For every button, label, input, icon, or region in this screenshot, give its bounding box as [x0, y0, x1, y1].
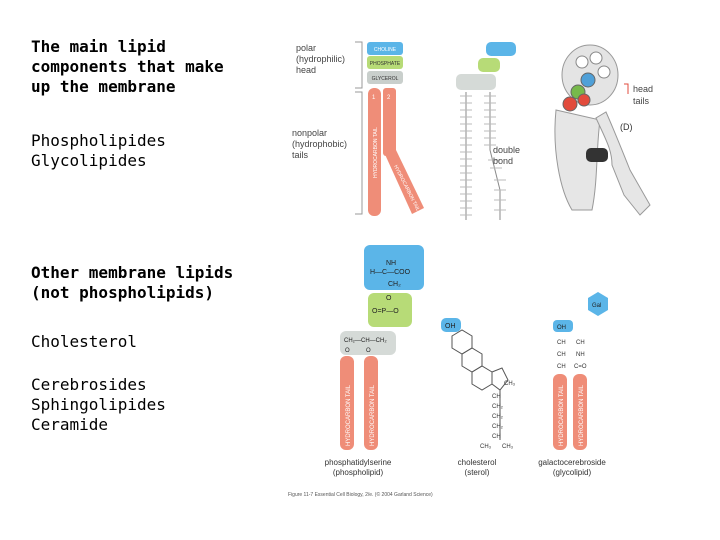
cholesterol-oh-box: [441, 318, 461, 332]
cerebroside-tail-2: [573, 374, 587, 450]
polar-head-label: (hydrophilic): [296, 54, 345, 64]
choline-box: [367, 42, 403, 55]
cholesterol-oh-label: OH: [445, 323, 456, 330]
cerebroside-tail-1: [553, 374, 567, 450]
cholesterol-chain: CH₂: [492, 424, 504, 430]
cholesterol-chain: CH: [492, 394, 501, 400]
serine-head-box: [364, 245, 424, 290]
heading-line: up the membrane: [31, 77, 176, 96]
serine-phosphate-box: [368, 293, 412, 327]
serine-group: NH: [386, 260, 396, 267]
choline-formula-box: [486, 42, 516, 56]
heading-line: The main lipid: [31, 37, 166, 56]
cerebroside-tail-label: HYDROCARBON TAIL: [579, 384, 585, 446]
gal-label: Gal: [592, 303, 601, 309]
phosphate-box: [367, 56, 403, 69]
head-bracket: [355, 41, 363, 89]
double-bond-label: bond: [493, 156, 513, 166]
cerebroside-head-box: [553, 320, 573, 332]
tail-1-label: HYDROCARBON TAIL: [373, 127, 379, 178]
serine-group: O: [386, 295, 392, 302]
heading-main-lipids: The main lipid components that make up t…: [31, 37, 224, 97]
serine-group: CH₂: [388, 281, 401, 288]
cerebroside-chain: NH: [576, 352, 585, 358]
list-main-lipids: Phospholipides Glycolipides: [31, 131, 166, 171]
tail-number: 1: [372, 95, 376, 101]
tail-number: 2: [387, 95, 391, 101]
model-legend: tails: [633, 96, 650, 106]
serine-group: CH₂—CH—CH₂: [344, 338, 387, 344]
cerebroside-tail-label: HYDROCARBON TAIL: [559, 384, 565, 446]
caption-cholesterol: (sterol): [465, 468, 490, 477]
serine-group: O: [366, 348, 371, 354]
space-filling-model: [554, 44, 651, 216]
serine-tail-2: [364, 356, 378, 450]
caption-phosphatidylserine: (phospholipid): [333, 468, 384, 477]
heading-line: components that make: [31, 57, 224, 76]
list-item: Phospholipides: [31, 131, 166, 150]
cerebroside-chain: C=O: [574, 364, 587, 370]
galactose-hexagon: [588, 292, 608, 316]
caption-galactocerebroside: (glycolipid): [553, 468, 592, 477]
cholesterol-chain: CH: [492, 434, 501, 440]
figure-credit: Figure 11-7 Essential Cell Biology, 2/e.…: [288, 491, 433, 498]
serine-group: H—C—COO: [370, 269, 411, 276]
caption-phosphatidylserine: phosphatidylserine: [325, 458, 392, 467]
heading-line: (not phospholipids): [31, 283, 215, 302]
serine-tail-1: [340, 356, 354, 450]
list-item: Cholesterol: [31, 332, 137, 351]
heading-other-lipids: Other membrane lipids (not phospholipids…: [31, 263, 233, 303]
cerebroside-chain: OH: [557, 325, 566, 331]
legend-bracket: [624, 83, 629, 94]
hydrocarbon-chains: [465, 92, 501, 220]
cholesterol-chain: CH₃: [504, 381, 516, 387]
caption-galactocerebroside: galactocerebroside: [538, 458, 606, 467]
list-sphingolipids: Cerebrosides Sphingolipides Ceramide: [31, 375, 166, 435]
list-item: Glycolipides: [31, 151, 147, 170]
model-legend: head: [633, 84, 653, 94]
tail-2-upper: [383, 88, 396, 156]
cerebroside-chain: CH: [557, 364, 566, 370]
cerebroside-chain: CH: [576, 340, 585, 346]
nonpolar-tails-label: tails: [292, 150, 309, 160]
cholesterol-chain: CH₂: [492, 414, 504, 420]
nonpolar-tails-label: (hydrophobic): [292, 139, 347, 149]
chain-ticks: [460, 95, 506, 216]
heading-line: Other membrane lipids: [31, 263, 234, 282]
list-item: Cerebrosides: [31, 375, 147, 394]
tail-2-kinked: [383, 150, 424, 214]
serine-tail-label: HYDROCARBON TAIL: [346, 384, 352, 446]
caption-cholesterol: cholesterol: [458, 458, 497, 467]
list-item: Sphingolipides: [31, 395, 166, 414]
glycerol-box: [367, 71, 403, 84]
phosphate-formula-box: [478, 58, 500, 72]
polar-head-label: head: [296, 65, 316, 75]
nonpolar-tails-label: nonpolar: [292, 128, 327, 138]
panel-letter: (D): [620, 122, 633, 132]
tails-bracket: [355, 91, 363, 215]
cholesterol-chain: CH₃: [480, 444, 492, 450]
list-item: Ceramide: [31, 415, 109, 434]
phosphate-label: PHOSPHATE: [370, 61, 401, 67]
double-bond-label: double: [493, 145, 520, 155]
serine-glycerol-box: [340, 331, 396, 355]
steroid-rings: [451, 329, 509, 440]
tail-1: [368, 88, 381, 216]
serine-group: O: [345, 348, 350, 354]
cholesterol-chain: CH₂: [492, 404, 504, 410]
serine-group: O=P—O: [372, 308, 399, 315]
list-cholesterol: Cholesterol: [31, 332, 137, 352]
cerebroside-chain: CH: [557, 340, 566, 346]
glycerol-label: GLYCEROL: [372, 76, 399, 82]
glycerol-formula-box: [456, 74, 496, 90]
cholesterol-chain: CH₃: [502, 444, 514, 450]
serine-tail-label: HYDROCARBON TAIL: [370, 384, 376, 446]
cerebroside-chain: CH: [557, 352, 566, 358]
polar-head-label: polar: [296, 43, 316, 53]
choline-label: CHOLINE: [374, 47, 397, 53]
